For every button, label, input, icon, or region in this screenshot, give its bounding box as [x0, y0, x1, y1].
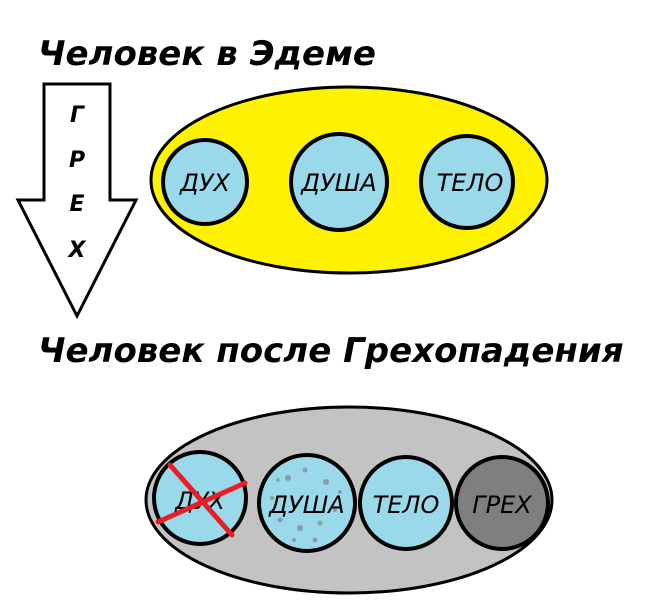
sin-arrow: Г Р Е Х — [15, 82, 139, 320]
after-fall-group: ДУХ ДУША ТЕЛО ГРЕХ — [144, 405, 554, 595]
down-arrow-icon — [15, 82, 139, 320]
after-fall-label-soul: ДУША — [268, 491, 344, 519]
arrow-letter-1: Г — [70, 103, 85, 128]
eden-label-spirit: ДУХ — [179, 169, 230, 197]
after-fall-label-sin: ГРЕХ — [472, 491, 532, 519]
eden-circle-body — [419, 134, 515, 230]
after-fall-circle-body — [358, 455, 454, 551]
eden-label-body: ТЕЛО — [437, 169, 504, 197]
arrow-letter-3: Е — [69, 192, 84, 217]
title-eden: Человек в Эдеме — [38, 34, 376, 74]
after-fall-label-body: ТЕЛО — [373, 491, 440, 519]
after-fall-circle-soul — [257, 453, 357, 553]
soul-stains — [270, 467, 342, 543]
eden-circle-spirit — [161, 138, 249, 226]
arrow-letter-2: Р — [69, 148, 85, 173]
title-after-fall: Человек после Грехопадения — [38, 331, 624, 371]
eden-circle-soul — [289, 132, 389, 232]
cross-out-icon — [155, 462, 248, 538]
after-fall-circle-sin — [454, 455, 550, 551]
eden-label-soul: ДУША — [300, 169, 376, 197]
arrow-letter-4: Х — [67, 238, 87, 263]
eden-group: ДУХ ДУША ТЕЛО — [149, 85, 549, 275]
